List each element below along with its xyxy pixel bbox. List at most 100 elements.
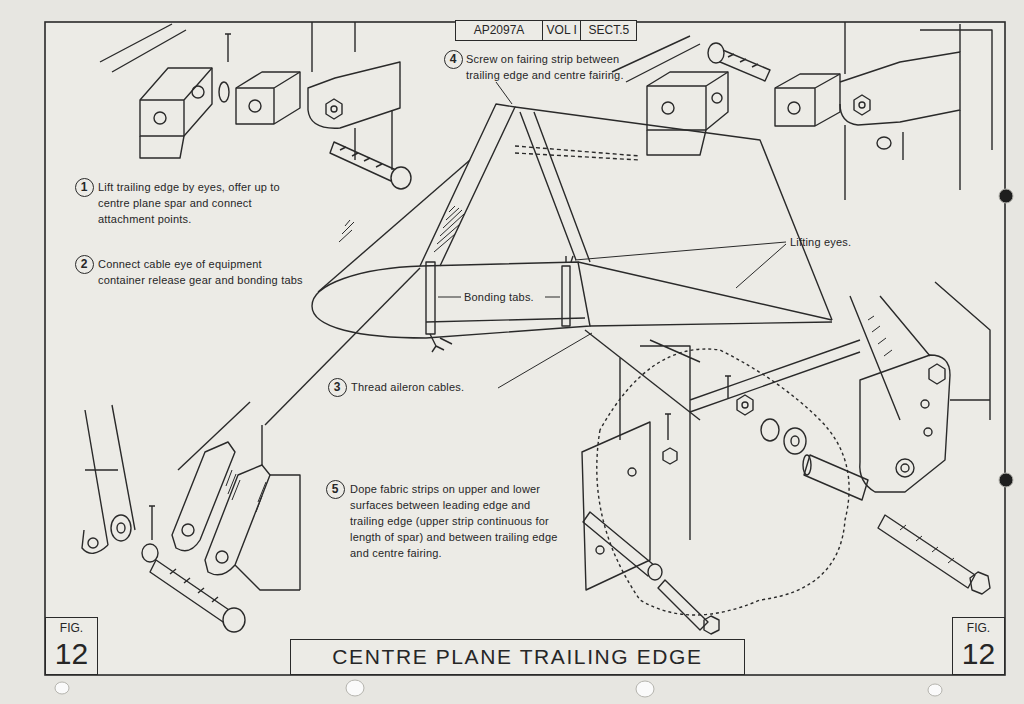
- callout-number: 5: [326, 480, 345, 499]
- trailing-edge-section: [265, 268, 420, 425]
- title-box: CENTRE PLANE TRAILING EDGE: [290, 639, 745, 675]
- attachment-fitting: [775, 74, 840, 126]
- callout-digit: 4: [450, 53, 457, 66]
- attachment-fitting: [225, 34, 231, 62]
- trailing-edge-section: [265, 104, 832, 425]
- attachment-fitting: [929, 364, 945, 384]
- trailing-edge-section: [339, 220, 354, 242]
- trailing-edge-section: [430, 334, 452, 352]
- attachment-fitting: [647, 72, 728, 130]
- attachment-fitting: [803, 455, 811, 475]
- leader-line: [438, 297, 461, 298]
- attachment-fitting: [742, 402, 748, 408]
- attachment-fitting: [582, 282, 990, 634]
- attachment-fitting: [88, 538, 98, 548]
- figure-label: 12: [55, 638, 88, 670]
- leader-line: [438, 82, 786, 388]
- instruction-text: Connect cable eye of equipment container…: [98, 256, 303, 288]
- attachment-fitting: [326, 99, 342, 119]
- figure-number-box: FIG.12: [952, 617, 1005, 675]
- attachment-fitting: [791, 436, 799, 446]
- attachment-fitting: [150, 560, 232, 624]
- attachment-fitting: [704, 616, 719, 634]
- attachment-fitting: [868, 316, 892, 356]
- trailing-edge-section: [515, 146, 640, 160]
- instruction-text: Dope fabric strips on upper and lower su…: [350, 481, 565, 561]
- attachment-fitting: [223, 608, 245, 632]
- attachment-fitting: [877, 137, 891, 149]
- attachment-fitting: [85, 405, 135, 545]
- attachment-fitting: [340, 147, 382, 167]
- attachment-fitting: [845, 22, 992, 200]
- attachment-fitting: [712, 93, 722, 103]
- attachment-fitting: [612, 22, 992, 200]
- attachment-fitting: [235, 425, 300, 590]
- callout-number: 2: [75, 255, 94, 274]
- attachment-fitting: [647, 72, 728, 130]
- leader-line: [736, 244, 786, 288]
- attachment-fitting: [117, 523, 125, 533]
- punch-hole: [55, 189, 1013, 697]
- attachment-fitting: [901, 464, 909, 472]
- attachment-fitting: [775, 74, 840, 126]
- attachment-fitting: [788, 102, 800, 114]
- attachment-fitting: [737, 395, 753, 415]
- attachment-fitting: [312, 22, 392, 170]
- instruction-text: Thread aileron cables.: [351, 379, 521, 395]
- attachment-fitting: [612, 36, 700, 82]
- trailing-edge-section: [312, 262, 590, 338]
- attachment-fitting: [859, 102, 865, 108]
- reference-box: AP2097A: [455, 20, 543, 41]
- trailing-edge-section: [318, 160, 470, 292]
- callout-digit: 2: [81, 258, 88, 271]
- trailing-edge-section: [420, 104, 515, 266]
- callout-digit: 1: [81, 181, 88, 194]
- attachment-fitting: [178, 402, 250, 470]
- sheet-frame: [45, 22, 1005, 675]
- attachment-fitting: [82, 402, 300, 632]
- punch-hole: [999, 189, 1013, 203]
- attachment-fitting: [182, 524, 194, 536]
- attachment-fitting: [902, 132, 903, 160]
- punch-hole: [346, 680, 364, 696]
- attachment-fitting: [728, 54, 758, 67]
- attachment-fitting: [662, 102, 674, 114]
- attachment-fitting: [665, 414, 671, 440]
- attachment-fitting: [308, 62, 400, 128]
- attachment-fitting: [761, 419, 779, 441]
- attachment-fitting: [111, 515, 131, 541]
- reference-text: AP2097A: [474, 24, 525, 37]
- attachment-fitting: [658, 580, 708, 630]
- attachment-fitting: [725, 376, 731, 398]
- leader-line: [575, 242, 786, 260]
- leader-line: [498, 333, 592, 388]
- attachment-fitting: [854, 95, 870, 115]
- trailing-edge-section: [585, 330, 700, 420]
- attachment-fitting: [582, 422, 650, 590]
- attachment-fitting: [331, 106, 337, 112]
- attachment-fitting: [172, 442, 235, 551]
- attachment-fitting: [140, 136, 184, 158]
- callout-number: 4: [444, 50, 463, 69]
- figure-label: FIG.: [60, 622, 83, 635]
- punch-hole: [928, 684, 942, 696]
- instruction-text: Lift trailing edge by eyes, offer up to …: [98, 179, 303, 227]
- trailing-edge-section: [426, 318, 585, 322]
- attachment-fitting: [896, 459, 914, 477]
- attachment-fitting: [663, 448, 677, 464]
- callout-digit: 5: [332, 483, 339, 496]
- punch-hole: [999, 473, 1013, 487]
- attachment-fitting: [804, 455, 868, 500]
- callout-digit: 3: [334, 381, 341, 394]
- attachment-fitting: [219, 82, 229, 102]
- attachment-fitting: [970, 572, 990, 594]
- trailing-edge-section: [426, 262, 435, 334]
- attachment-fitting: [154, 112, 166, 124]
- reference-box: VOL I: [542, 20, 582, 41]
- attachment-fitting: [192, 86, 204, 98]
- attachment-fitting: [249, 100, 261, 112]
- attachment-fitting: [596, 546, 604, 554]
- instruction-text: Screw on fairing strip between trailing …: [466, 51, 651, 83]
